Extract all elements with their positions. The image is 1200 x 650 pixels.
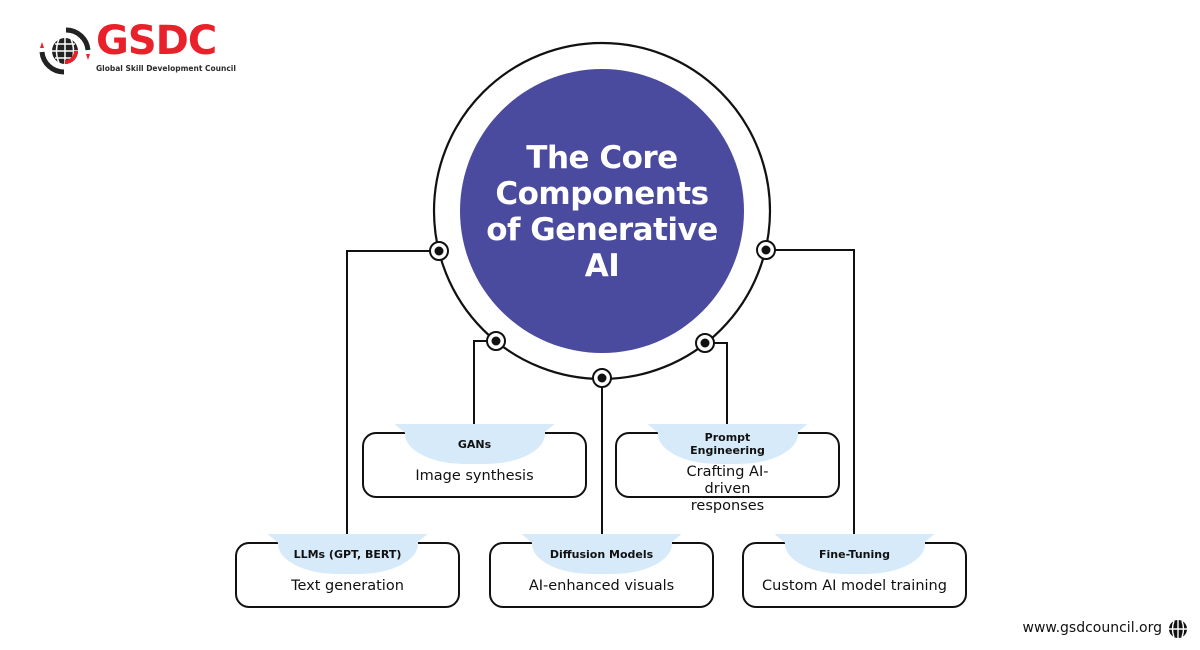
component-name: Fine-Tuning	[819, 547, 890, 561]
node-diffusion	[592, 368, 612, 388]
component-description: Image synthesis	[415, 468, 534, 484]
connector-llms	[346, 250, 439, 545]
component-description: Custom AI model training	[762, 578, 947, 594]
component-description: Text generation	[291, 578, 404, 594]
component-tab: Prompt Engineering	[657, 424, 798, 464]
node-gans	[486, 331, 506, 351]
node-finetuning	[756, 240, 776, 260]
component-tab: Diffusion Models	[531, 534, 672, 574]
logo-tagline: Global Skill Development Council	[96, 64, 236, 73]
component-box-finetuning: Fine-Tuning Custom AI model training	[742, 534, 967, 608]
node-prompt	[695, 333, 715, 353]
logo-wordmark: GSDC	[96, 18, 217, 64]
connector-prompt	[705, 342, 728, 433]
center-title-line: Components	[495, 176, 709, 212]
component-description: AI-enhanced visuals	[528, 578, 675, 594]
gsdc-logo: GSDC Global Skill Development Council	[36, 18, 236, 76]
component-tab: LLMs (GPT, BERT)	[277, 534, 418, 574]
center-circle	[460, 69, 744, 353]
website-link[interactable]: www.gsdcouncil.org	[1022, 620, 1162, 636]
component-name: Prompt Engineering	[690, 431, 765, 457]
center-title-line: AI	[584, 248, 620, 284]
component-box-gans: GANs Image synthesis	[362, 424, 587, 498]
node-llms	[429, 241, 449, 261]
component-name: GANs	[457, 437, 492, 451]
center-title-line: The Core	[526, 140, 678, 176]
component-name: Diffusion Models	[549, 547, 654, 561]
center-title-line: of Generative	[486, 212, 718, 248]
component-tab: Fine-Tuning	[784, 534, 925, 574]
connector-finetuning	[766, 249, 855, 545]
component-box-prompt: Prompt Engineering Crafting AI-driven re…	[615, 424, 840, 514]
component-description: Crafting AI-driven responses	[686, 464, 769, 514]
globe-logo-icon	[39, 27, 91, 75]
connector-gans	[473, 340, 496, 433]
globe-icon	[1169, 620, 1187, 638]
component-box-llms: LLMs (GPT, BERT) Text generation	[235, 534, 460, 608]
component-box-diffusion: Diffusion Models AI-enhanced visuals	[489, 534, 714, 608]
center-title: The Core Components of Generative AI	[470, 140, 734, 284]
component-name: LLMs (GPT, BERT)	[293, 547, 402, 561]
component-tab: GANs	[404, 424, 545, 464]
